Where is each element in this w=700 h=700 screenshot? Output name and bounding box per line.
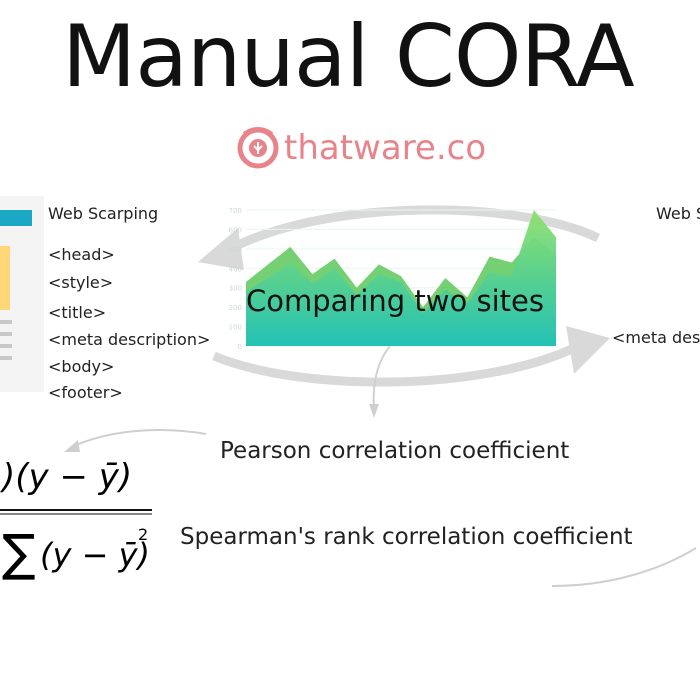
y-tick-label: 700 [229,207,242,215]
y-tick-label: 100 [229,324,242,332]
brand-icon [237,127,279,169]
brand-name: thatware.co [284,128,487,168]
brand-logo: thatware.co [236,126,486,170]
tag-title: <title> [48,303,107,322]
arrow-to-formula [73,429,207,447]
right-site-label: Web S [656,204,700,223]
tag-meta-description: <meta description> [48,330,211,349]
y-tick-label: 500 [229,246,242,254]
arrow-right [212,343,576,387]
tag-footer: <footer> [48,383,123,402]
left-site-label: Web Scarping [48,204,159,223]
right-site-tag: <meta desc [612,328,700,347]
chart-title: Comparing two sites [246,284,544,318]
arrow-left-head [198,228,244,270]
formula-numerator: )(y − ȳ) [0,457,132,497]
y-tick-label: 300 [229,285,242,293]
chart-y-ticks: 0 100 200 300 400 500 600 700 [229,207,242,351]
page-title: Manual CORA [62,7,635,107]
tag-head: <head> [48,245,115,264]
formula-denominator: (y − ȳ) [40,536,150,574]
tag-body: <body> [48,357,115,376]
area-chart: 0 100 200 300 400 500 600 700 [229,207,556,351]
formula-exponent: 2 [138,525,148,544]
arrow-to-pearson-head [369,404,379,418]
spearman-caption: Spearman's rank correlation coefficient [180,524,633,550]
y-tick-label: 600 [229,226,242,234]
area-series-2 [246,210,556,346]
chart-series [246,210,556,346]
arrow-to-formula-head [64,440,80,452]
tag-style: <style> [48,273,114,292]
y-tick-label: 0 [238,343,242,351]
formula-sigma: ∑ [2,524,36,582]
arrow-right-head [566,326,610,374]
correlation-formula: )(y − ȳ) ∑ (y − ȳ) 2 [0,457,152,582]
y-tick-label: 200 [229,304,242,312]
arrow-to-right [551,547,697,587]
pearson-caption: Pearson correlation coefficient [220,438,570,464]
y-tick-label: 400 [229,265,242,273]
document-icon [0,196,44,392]
